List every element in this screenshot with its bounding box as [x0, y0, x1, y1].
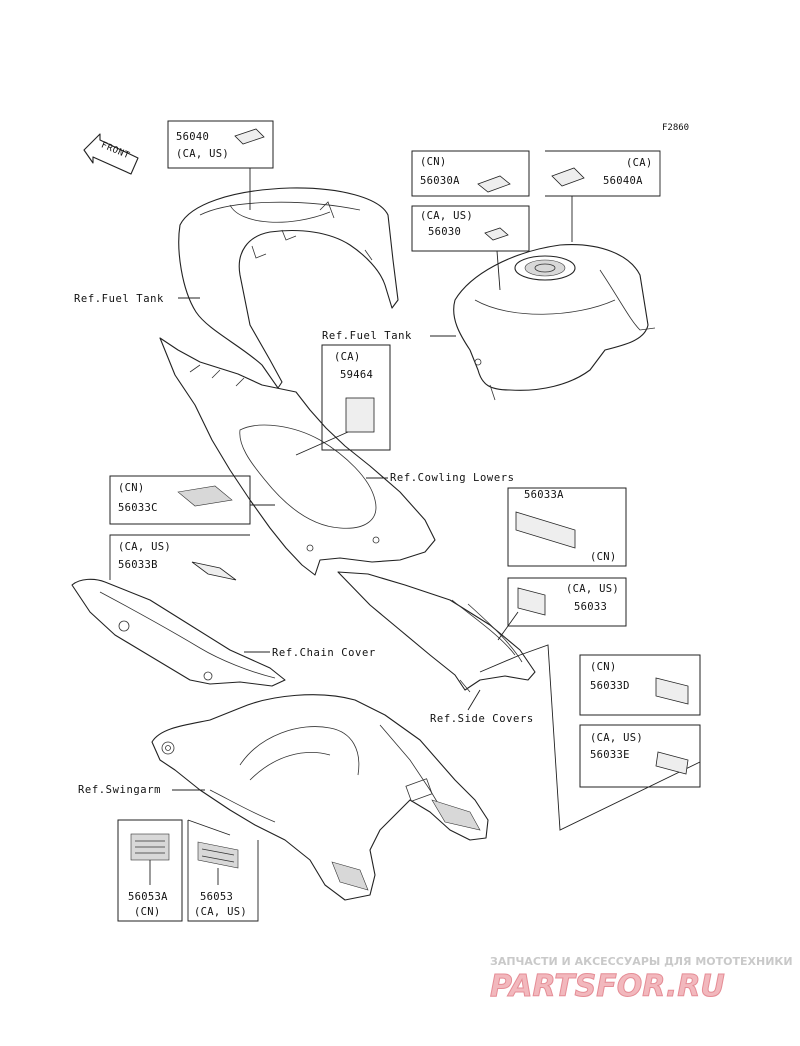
- decal-icon: [177, 485, 233, 507]
- callout-box: [579, 724, 701, 788]
- region-code: (CN): [134, 906, 161, 918]
- part-number: 56033A: [524, 489, 564, 501]
- ref-label: Ref.Swingarm: [78, 784, 161, 796]
- part-number: 56040A: [603, 175, 643, 187]
- part-number: 56030A: [420, 175, 460, 187]
- callout-box: [117, 819, 183, 922]
- decal-icon: [234, 128, 265, 145]
- region-code: (CN): [590, 551, 617, 563]
- callout-box: [109, 475, 251, 525]
- part-number: 56030: [428, 226, 461, 238]
- decal-icon: [655, 677, 689, 705]
- part-number: 56033B: [118, 559, 158, 571]
- part-number: 56033C: [118, 502, 158, 514]
- callout-56040: 56040 (CA, US): [167, 120, 274, 210]
- callout-box: [411, 205, 530, 252]
- ref-fuel-tank-right: Ref.Fuel Tank: [322, 330, 456, 342]
- callout-56040A: (CA) 56040A: [545, 150, 661, 242]
- ref-label: Ref.Chain Cover: [272, 647, 376, 659]
- ref-cowling-lowers: Ref.Cowling Lowers: [366, 472, 515, 484]
- watermark: ЗАПЧАСТИ И АКСЕССУАРЫ ДЛЯ МОТОТЕХНИКИ PA…: [490, 955, 793, 1005]
- callout-box: [507, 487, 627, 567]
- callout-box: [579, 654, 701, 716]
- decal-icon: [655, 751, 689, 775]
- region-code: (CA, US): [176, 148, 229, 160]
- chain-cover-drawing: [71, 578, 286, 687]
- part-number: 56053: [200, 891, 233, 903]
- ref-fuel-tank-left: Ref.Fuel Tank: [74, 293, 200, 305]
- callout-box: [411, 150, 530, 197]
- watermark-tagline: ЗАПЧАСТИ И АКСЕССУАРЫ ДЛЯ МОТОТЕХНИКИ: [490, 955, 793, 968]
- part-number: 56040: [176, 131, 209, 143]
- callout-box: [507, 577, 627, 627]
- region-code: (CA, US): [420, 210, 473, 222]
- ref-side-covers: Ref.Side Covers: [430, 689, 534, 725]
- callout-56030: (CA, US) 56030: [411, 205, 530, 291]
- callout-56053: 56053 (CA, US): [187, 819, 259, 922]
- callout-box: [321, 344, 391, 451]
- fuel-tank-drawing: [453, 244, 656, 401]
- part-number: 56033E: [590, 749, 630, 761]
- region-code: (CA, US): [566, 583, 619, 595]
- callout-box: [167, 120, 274, 169]
- part-number: 56033D: [590, 680, 630, 692]
- callout-56033B: (CA, US) 56033B: [109, 534, 250, 581]
- callout-56033A: 56033A (CN): [507, 487, 627, 567]
- decal-icon: [551, 167, 585, 187]
- region-code: (CA): [626, 157, 653, 169]
- ref-label: Ref.Fuel Tank: [322, 330, 412, 342]
- part-number: 56053A: [128, 891, 168, 903]
- callout-56033D: (CN) 56033D: [579, 654, 701, 716]
- part-number: 59464: [340, 369, 373, 381]
- region-code: (CN): [420, 156, 447, 168]
- region-code: (CA): [334, 351, 361, 363]
- region-code: (CN): [590, 661, 617, 673]
- region-code: (CA, US): [118, 541, 171, 553]
- ref-chain-cover: Ref.Chain Cover: [244, 647, 376, 659]
- front-arrow-icon: FRONT: [83, 133, 139, 175]
- decal-icon: [484, 227, 509, 241]
- region-code: (CA, US): [194, 906, 247, 918]
- part-number: 56033: [574, 601, 607, 613]
- ref-swingarm: Ref.Swingarm: [78, 784, 205, 796]
- tail-cowling-drawing: [159, 337, 436, 576]
- decal-icon: [191, 561, 237, 581]
- swingarm-drawing: [151, 694, 489, 901]
- callout-56030A: (CN) 56030A: [411, 150, 530, 197]
- region-code: (CN): [118, 482, 145, 494]
- decal-icon: [477, 175, 511, 193]
- ref-label: Ref.Side Covers: [430, 713, 534, 725]
- ref-label: Ref.Fuel Tank: [74, 293, 164, 305]
- ref-label: Ref.Cowling Lowers: [390, 472, 515, 484]
- region-code: (CA, US): [590, 732, 643, 744]
- decal-icon: [515, 511, 576, 549]
- decal-icon: [517, 587, 546, 616]
- callout-56033E: (CA, US) 56033E: [579, 724, 701, 788]
- figure-id: F2860: [662, 123, 689, 133]
- decal-icon: [345, 397, 375, 433]
- watermark-logo: PARTSFOR.RU: [490, 969, 725, 1004]
- side-cover-drawing: [337, 571, 536, 693]
- callout-59464: (CA) 59464: [295, 344, 391, 456]
- callout-56053A: 56053A (CN): [117, 819, 183, 922]
- callout-56033C: (CN) 56033C: [109, 475, 275, 525]
- callout-56033: (CA, US) 56033: [497, 577, 627, 641]
- seat-cowl-drawing: [178, 187, 399, 389]
- decal-icon: [197, 841, 239, 869]
